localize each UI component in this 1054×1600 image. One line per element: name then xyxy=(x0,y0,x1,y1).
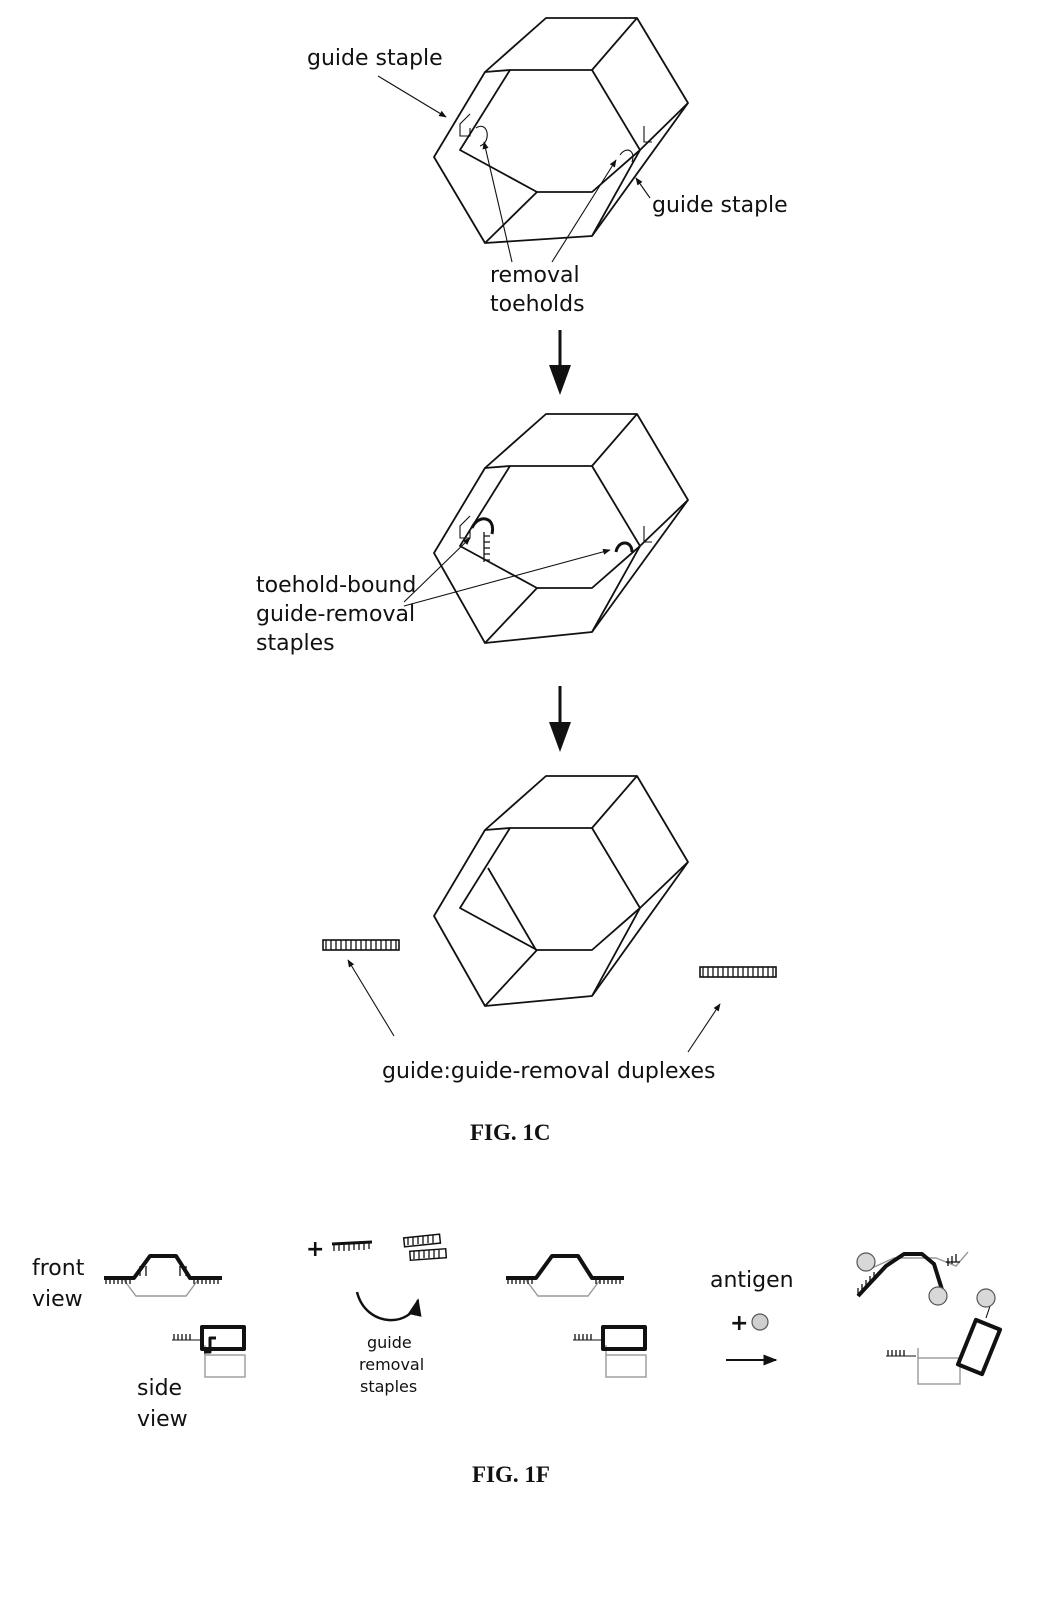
antigen-icon xyxy=(751,1313,769,1331)
label-toehold-bound-2: guide-removal xyxy=(256,602,415,627)
label-toehold-bound-3: staples xyxy=(256,631,335,656)
antigen-plus-sign: + xyxy=(730,1311,748,1336)
label-guide-removal-1: guide xyxy=(367,1333,412,1352)
side-view-antigen-bound xyxy=(886,1288,1003,1385)
label-antigen: antigen xyxy=(710,1268,794,1293)
front-view-antigen-bound xyxy=(856,1251,969,1306)
process-arrow-1 xyxy=(549,330,571,395)
label-toehold-bound-1: toehold-bound xyxy=(256,573,416,598)
caption-fig-1c: FIG. 1C xyxy=(470,1120,551,1145)
caption-fig-1f: FIG. 1F xyxy=(472,1462,550,1487)
origami-structure-3 xyxy=(433,775,689,1007)
curved-arrow xyxy=(355,1291,422,1322)
label-removal-toeholds-2: toeholds xyxy=(490,292,585,317)
origami-structure-2 xyxy=(433,413,689,644)
label-side-view-1: side xyxy=(137,1376,182,1401)
label-front-view-1: front xyxy=(32,1256,85,1281)
fig-1f: front view side view + xyxy=(32,1233,1003,1487)
origami-structure-1 xyxy=(433,17,689,244)
label-guide-staple-right: guide staple xyxy=(652,193,788,218)
label-removal-toeholds-1: removal xyxy=(490,263,580,288)
free-removal-staples xyxy=(331,1233,448,1262)
front-view-after-removal xyxy=(506,1254,624,1297)
label-guide-removal-3: staples xyxy=(360,1377,417,1396)
duplex-left xyxy=(322,939,400,951)
label-front-view-2: view xyxy=(32,1287,83,1312)
side-view-initial xyxy=(172,1325,246,1378)
duplex-right xyxy=(699,966,777,978)
label-guide-removal-2: removal xyxy=(359,1355,424,1374)
front-view-initial xyxy=(104,1254,222,1297)
label-guide-staple-left: guide staple xyxy=(307,46,443,71)
side-view-after-removal xyxy=(573,1325,647,1378)
label-duplexes: guide:guide-removal duplexes xyxy=(382,1059,715,1084)
label-side-view-2: view xyxy=(137,1407,188,1432)
fig-1c: guide staple guide staple removal toehol… xyxy=(256,17,788,1145)
process-arrow-2 xyxy=(549,686,571,752)
plus-sign: + xyxy=(306,1237,324,1262)
